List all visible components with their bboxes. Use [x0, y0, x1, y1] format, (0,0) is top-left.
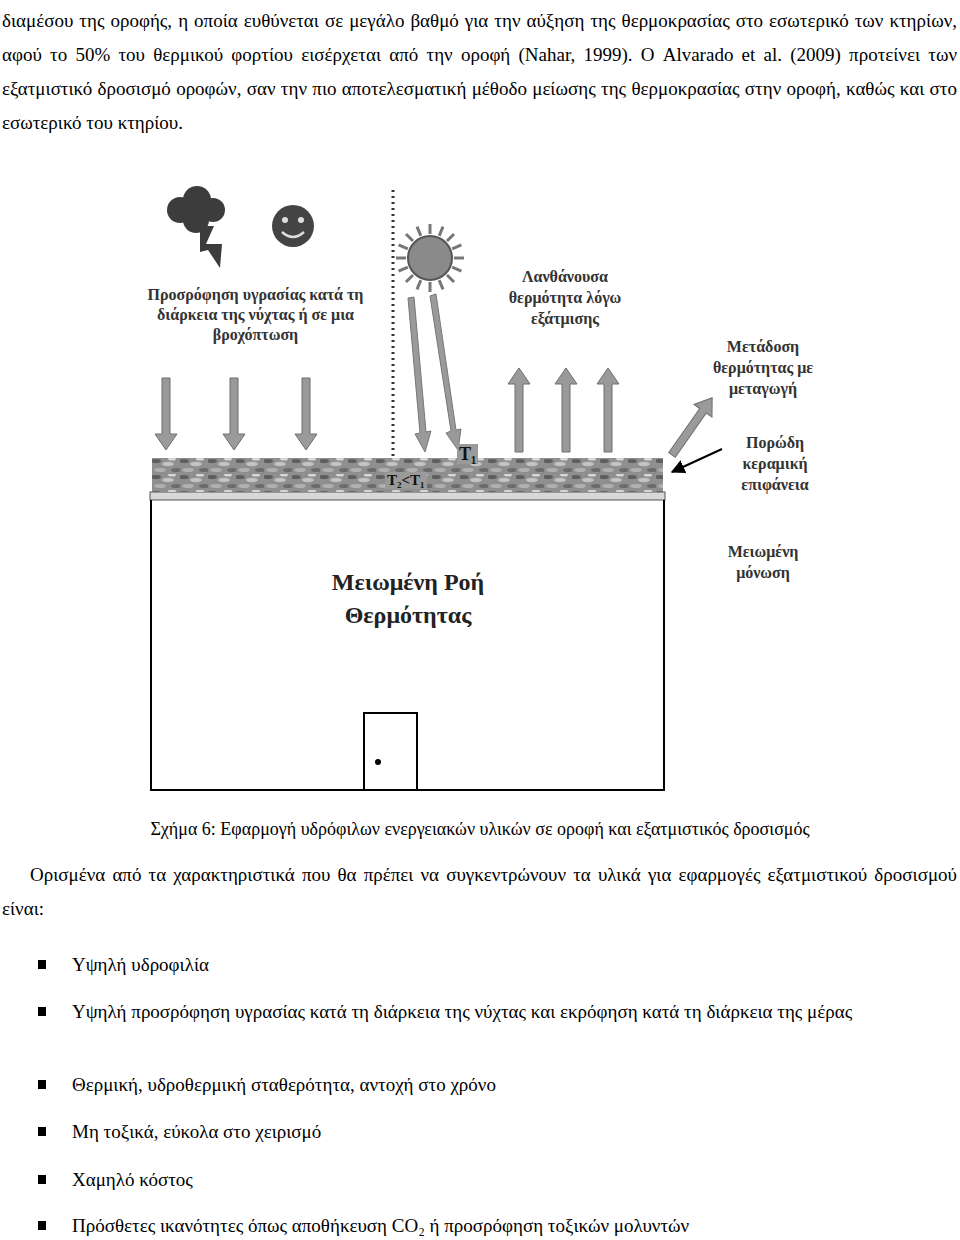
- list-item: Μη τοξικά, εύκολα στο χειρισμό: [72, 1119, 958, 1145]
- callout-label: Μειωμένη μόνωση: [702, 541, 824, 583]
- roof-layer: T₁T₂<T₁: [152, 458, 663, 492]
- leader-arrow: [672, 449, 722, 472]
- roof-band: [150, 492, 665, 500]
- body-paragraph: διαμέσου της οροφής, η οποία ευθύνεται σ…: [2, 4, 957, 140]
- smiley-symbol: [272, 205, 314, 247]
- callout-label: Μετάδοση θερμότητας με μεταγωγή: [697, 336, 829, 399]
- box-text: Μειωμένη Ροή Θερμότητας: [308, 566, 508, 632]
- list-item: Πρόσθετες ικανότητες όπως αποθήκευση CO₂…: [72, 1213, 958, 1239]
- sun-symbol: [396, 224, 464, 292]
- temperature-label: T₂<T₁: [385, 472, 427, 489]
- bullet-marks: [38, 960, 46, 1230]
- radiation-arrow: [408, 294, 461, 452]
- temperature-label: T₁: [457, 444, 478, 464]
- figure-caption: Σχήμα 6: Εφαρμογή υδρόφιλων ενεργειακών …: [0, 816, 960, 842]
- list-item: Υψηλή υδροφιλία: [72, 952, 958, 978]
- building-wall: [151, 500, 664, 790]
- list-item: Υψηλή προσρόφηση υγρασίας κατά τη διάρκε…: [72, 999, 958, 1025]
- building-box: Μειωμένη Ροή Θερμότητας: [153, 500, 663, 788]
- list-item: Χαμηλό κόστος: [72, 1167, 958, 1193]
- body-paragraph: Ορισμένα από τα χαρακτηριστικά που θα πρ…: [2, 858, 957, 926]
- callout-label: Πορώδη κεραμική επιφάνεια: [715, 432, 835, 495]
- flow-arrows: [155, 368, 721, 461]
- divider-line: [392, 190, 395, 468]
- callout-label: Λανθάνουσα θερμότητα λόγω εξάτμισης: [495, 266, 635, 329]
- door: [364, 713, 417, 790]
- list-item: Θερμική, υδροθερμική σταθερότητα, αντοχή…: [72, 1072, 958, 1098]
- door-knob: [375, 759, 381, 765]
- callout-label: Προσρόφηση υγρασίας κατά τη διάρκεια της…: [143, 285, 368, 345]
- cloud-symbol: [167, 186, 225, 268]
